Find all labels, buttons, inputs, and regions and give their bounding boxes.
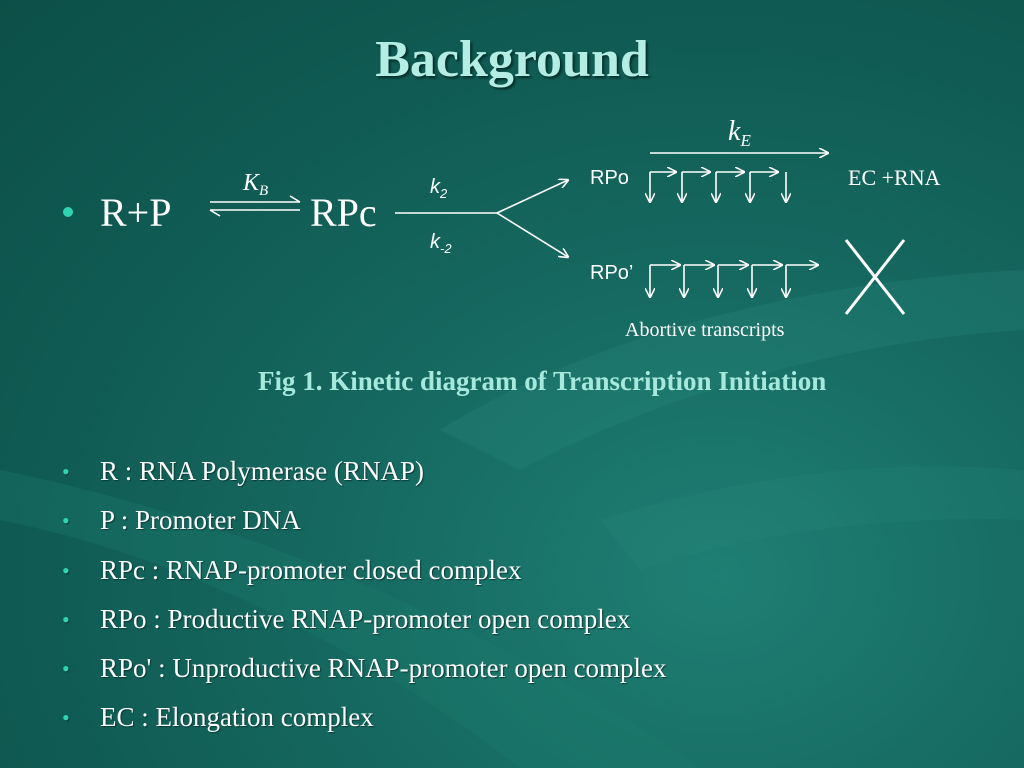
definition-list: •R : RNA Polymerase (RNAP) •P : Promoter… [62, 447, 667, 743]
k2-label: k2 [430, 176, 448, 201]
closed-complex-label: RPc [310, 190, 377, 235]
list-item: •RPo' : Unproductive RNAP-promoter open … [62, 644, 667, 693]
equilibrium-arrow [209, 195, 301, 217]
k-minus2-label: k-2 [430, 231, 452, 256]
bullet-dot: • [62, 705, 70, 731]
bullet-dot: • [62, 508, 70, 534]
ec-rna-label: EC +RNA [848, 165, 941, 190]
rpo-label: RPo [590, 167, 629, 189]
ke-label: kE [728, 116, 751, 150]
list-item: •RPo : Productive RNAP-promoter open com… [62, 595, 667, 644]
kinetic-diagram: R+P KB RPc k2 k-2 kE RPo EC +RNA RPo’ [63, 116, 941, 341]
abortive-label: Abortive transcripts [625, 319, 785, 341]
bullet-dot: • [62, 656, 70, 682]
kb-label: KB [242, 170, 268, 199]
rpo-prime-label: RPo’ [590, 262, 633, 284]
reactant-label: R+P [100, 190, 171, 235]
blocked-x-mark [844, 239, 906, 315]
list-item: •R : RNA Polymerase (RNAP) [62, 447, 667, 496]
list-item: •RPc : RNAP-promoter closed complex [62, 546, 667, 595]
slide-title: Background [375, 31, 649, 88]
diagram-bullet [63, 207, 73, 217]
bullet-dot: • [62, 557, 70, 583]
branch-arrows [395, 180, 568, 257]
list-item: •P : Promoter DNA [62, 496, 667, 545]
list-item: •EC : Elongation complex [62, 693, 667, 742]
productive-cycle-arrows [650, 172, 786, 202]
bullet-dot: • [62, 459, 70, 484]
figure-caption: Fig 1. Kinetic diagram of Transcription … [258, 366, 827, 396]
abortive-cycle-arrows [650, 265, 818, 297]
bullet-dot: • [62, 606, 70, 632]
